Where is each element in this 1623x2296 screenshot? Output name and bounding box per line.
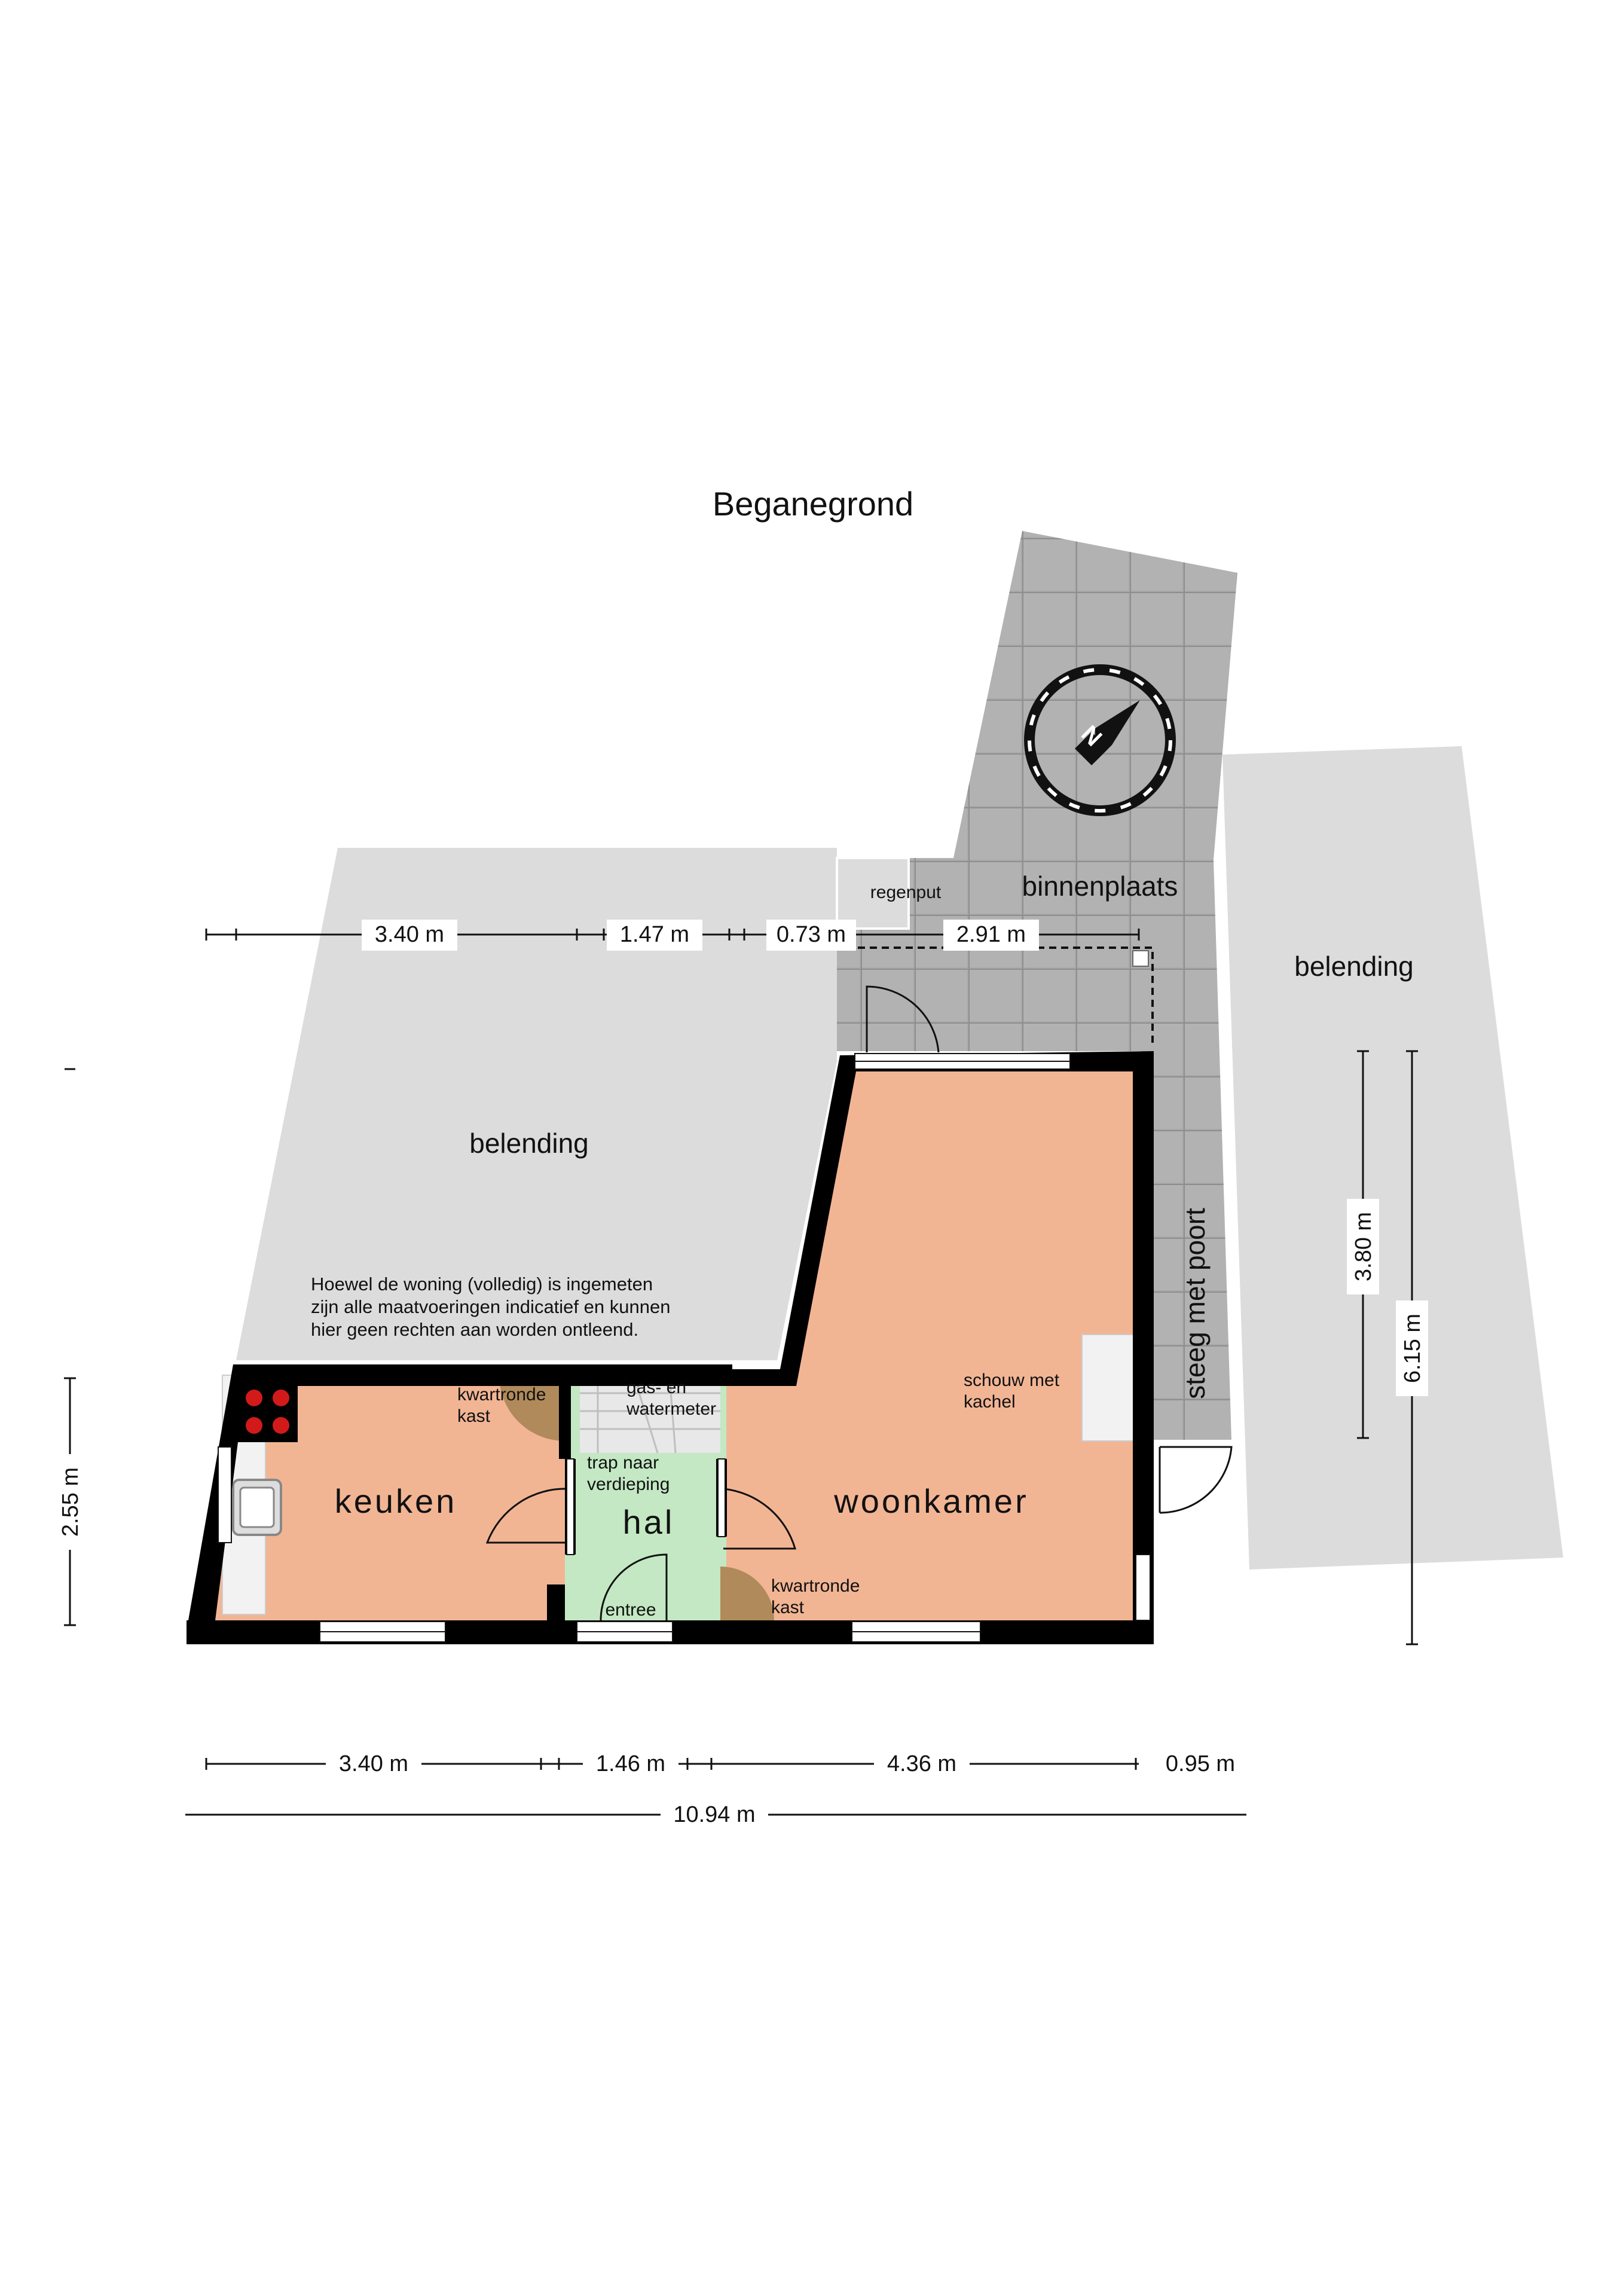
- burner: [273, 1417, 289, 1434]
- label-hal: hal: [623, 1503, 675, 1541]
- label-keuken: keuken: [335, 1482, 457, 1520]
- binnenplaats-paving: [837, 531, 1237, 1440]
- kast-keuken: [499, 1375, 565, 1441]
- dim-left-height: 2.55 m: [58, 1467, 83, 1537]
- label-trap-1: trap naar: [587, 1453, 659, 1473]
- regenput: [836, 857, 910, 930]
- dim-top-2: 1.47 m: [620, 922, 689, 947]
- label-kast-woon-1: kwartronde: [771, 1576, 860, 1596]
- label-woonkamer: woonkamer: [833, 1482, 1028, 1520]
- dim-bottom-1: 3.40 m: [339, 1751, 408, 1776]
- disclaimer-line-2: zijn alle maatvoeringen indicatief en ku…: [311, 1296, 670, 1317]
- label-kast-woon-2: kast: [771, 1598, 805, 1617]
- label-entree: entree: [605, 1600, 656, 1620]
- label-binnenplaats: binnenplaats: [1022, 871, 1178, 902]
- dim-right-inner: 3.80 m: [1351, 1212, 1376, 1281]
- label-belending-left: belending: [469, 1128, 589, 1159]
- label-gas-1: gas- en: [626, 1378, 686, 1397]
- stairs-steps: [580, 1375, 720, 1454]
- label-regenput: regenput: [870, 883, 942, 902]
- doors: [485, 985, 1233, 1621]
- label-kast-keuken-1: kwartronde: [457, 1385, 546, 1405]
- label-schouw-2: kachel: [964, 1392, 1016, 1412]
- label-belending-right: belending: [1294, 951, 1414, 982]
- belending-left-area: [236, 848, 837, 1360]
- compass-icon: [1024, 664, 1176, 816]
- drain-marker: [1132, 950, 1149, 967]
- belending-right-area: [1222, 746, 1563, 1570]
- page-title: Beganegrond: [713, 485, 913, 523]
- kast-woonkamer: [720, 1567, 774, 1620]
- dim-bottom-2: 1.46 m: [596, 1751, 665, 1776]
- dim-top-1: 3.40 m: [375, 922, 444, 947]
- dim-bottom-4: 0.95 m: [1166, 1751, 1235, 1776]
- label-trap-2: verdieping: [587, 1474, 670, 1494]
- burner: [273, 1390, 289, 1406]
- disclaimer-line-1: Hoewel de woning (volledig) is ingemeten: [311, 1274, 653, 1294]
- label-steeg: steeg met poort: [1179, 1208, 1211, 1399]
- label-schouw-1: schouw met: [964, 1370, 1060, 1390]
- schouw-met-kachel: [1081, 1334, 1135, 1442]
- cooktop-icon: [238, 1381, 298, 1442]
- burner: [246, 1417, 262, 1434]
- dim-top-4: 2.91 m: [956, 922, 1026, 947]
- dim-total-width: 10.94 m: [673, 1802, 755, 1827]
- burner: [246, 1390, 262, 1406]
- label-gas-2: watermeter: [626, 1399, 716, 1419]
- dim-bottom-3: 4.36 m: [887, 1751, 956, 1776]
- disclaimer-line-3: hier geen rechten aan worden ontleend.: [311, 1319, 638, 1340]
- dim-right-outer: 6.15 m: [1400, 1314, 1425, 1383]
- stairs: [580, 1375, 720, 1453]
- dim-top-3: 0.73 m: [777, 922, 846, 947]
- keuken-floor: [209, 1375, 565, 1620]
- label-kast-keuken-2: kast: [457, 1406, 491, 1426]
